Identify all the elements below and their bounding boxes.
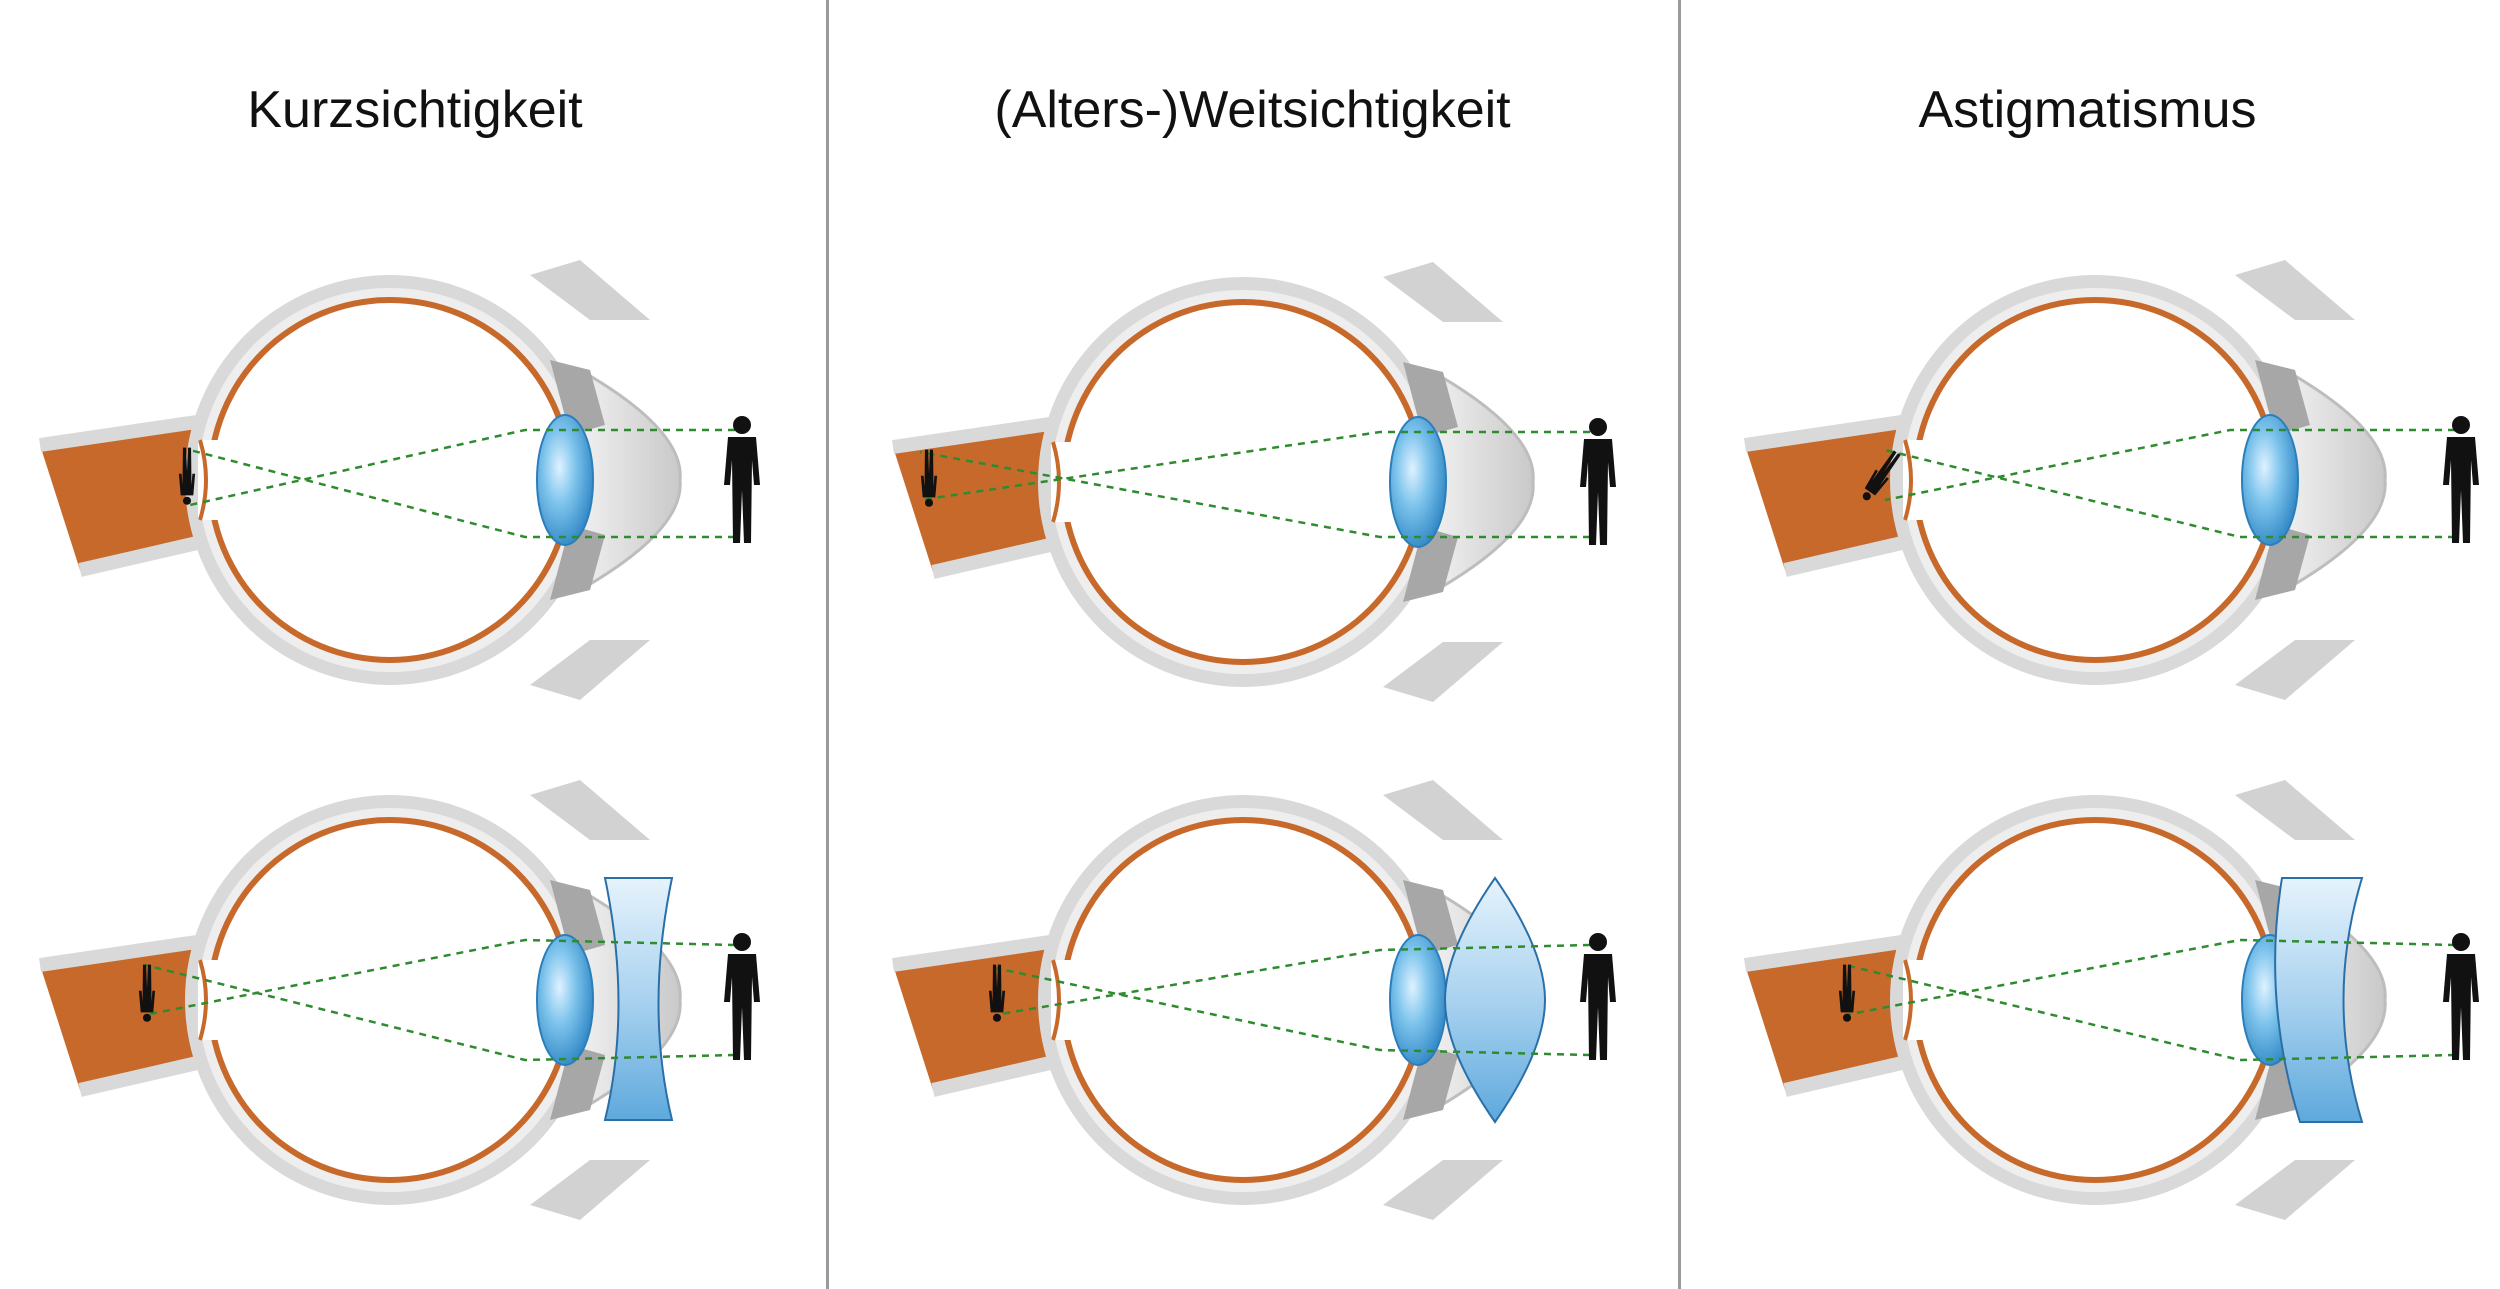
person-icon [2443, 933, 2479, 1060]
person-icon [724, 416, 760, 543]
person-icon [1580, 933, 1616, 1060]
person-icon [2443, 416, 2479, 543]
hyperopia-eye-corrected [893, 770, 1533, 1230]
hyperopia-eye-uncorrected [893, 252, 1533, 712]
person-icon [1580, 418, 1616, 545]
myopia-eye-uncorrected [40, 250, 680, 710]
myopia-eye-corrected [40, 770, 680, 1230]
person-icon [724, 933, 760, 1060]
astigmatism-eye-uncorrected [1745, 250, 2385, 710]
